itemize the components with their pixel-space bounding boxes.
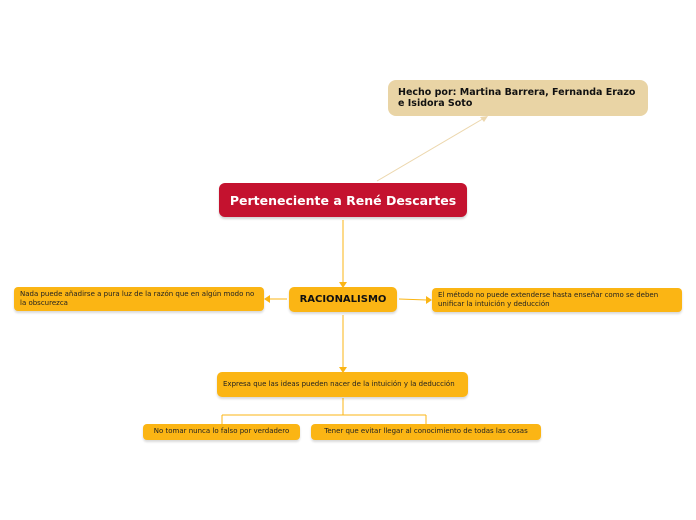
credit-text: Hecho por: Martina Barrera, Fernanda Era… [398, 87, 636, 109]
subtopic-left-text: Nada puede añadirse a pura luz de la raz… [20, 289, 255, 308]
central-concept-node[interactable]: RACIONALISMO [289, 287, 397, 312]
credit-node[interactable]: Hecho por: Martina Barrera, Fernanda Era… [388, 80, 648, 116]
detail-1-text: No tomar nunca lo falso por verdadero [153, 427, 290, 436]
subtopic-bottom-node[interactable]: Expresa que las ideas pueden nacer de la… [217, 372, 468, 397]
arrowhead-bottom [339, 367, 347, 373]
main-topic-node[interactable]: Perteneciente a René Descartes [219, 183, 467, 217]
subtopic-left-node[interactable]: Nada puede añadirse a pura luz de la raz… [14, 287, 264, 311]
subtopic-bottom-text: Expresa que las ideas pueden nacer de la… [223, 379, 455, 388]
arrowhead-center [339, 282, 347, 288]
central-concept-text: RACIONALISMO [299, 294, 387, 305]
link-bottom-to-subs [221, 398, 427, 424]
arrowhead-credit [480, 116, 488, 122]
subtopic-right-node[interactable]: El método no puede extenderse hasta ense… [432, 288, 682, 312]
arrowhead-right [426, 296, 432, 304]
arrowhead-left [264, 295, 270, 303]
link-title-to-credit [376, 116, 487, 182]
subtopic-right-text: El método no puede extenderse hasta ense… [438, 290, 659, 309]
detail-2-text: Tener que evitar llegar al conocimiento … [324, 427, 528, 436]
detail-node-1[interactable]: No tomar nunca lo falso por verdadero [143, 424, 300, 440]
link-center-to-right [398, 298, 428, 301]
detail-node-2[interactable]: Tener que evitar llegar al conocimiento … [311, 424, 541, 440]
main-topic-text: Perteneciente a René Descartes [229, 192, 457, 208]
